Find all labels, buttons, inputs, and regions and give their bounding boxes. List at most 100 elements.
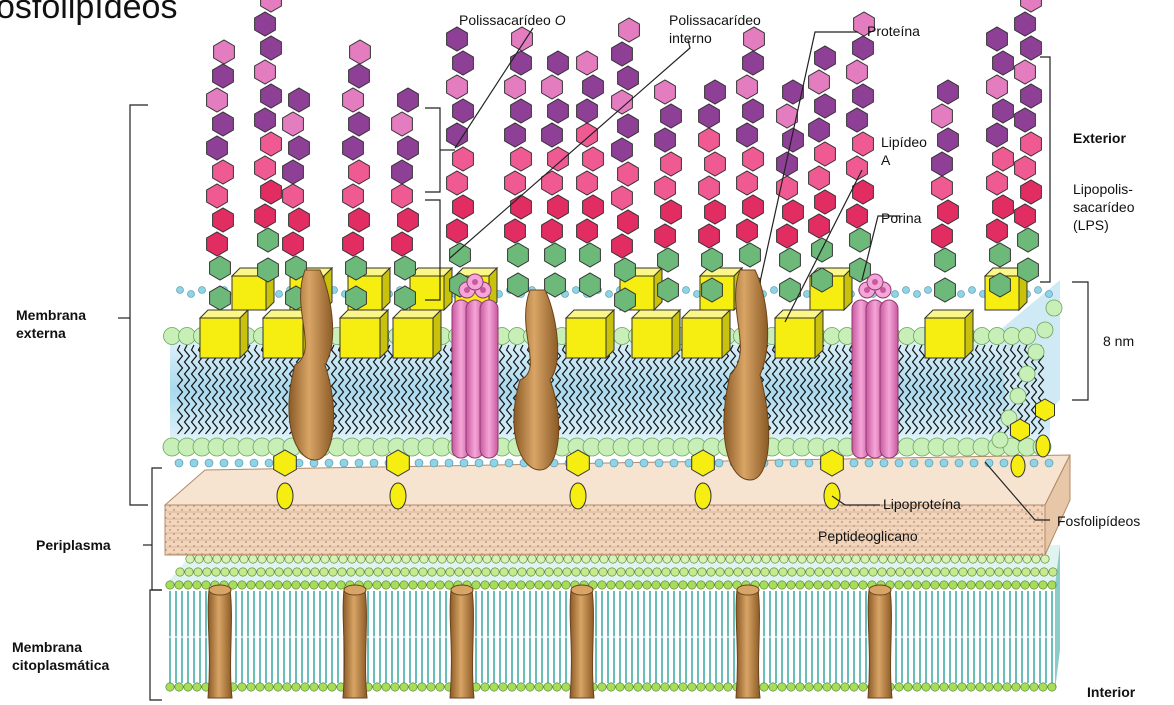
sugar-hexagon [213,64,234,88]
sugar-hexagon [207,184,228,208]
sugar-hexagon [289,136,310,160]
sugar-hexagon [853,84,874,108]
label-lipoproteina: Lipoproteína [883,495,961,513]
sugar-hexagon [548,99,569,123]
sugar-hexagon [1018,228,1039,252]
label-interior: Interior [1087,683,1135,701]
sugar-hexagon [932,176,953,200]
sugar-hexagon [938,128,959,152]
sugar-hexagon [283,160,304,184]
sugar-hexagon [612,186,633,210]
label-peptideoglicano: Peptideoglicano [818,527,918,545]
label-polissacarideo-o: Polissacarídeo O [459,11,566,29]
lipid-a-block [393,318,433,358]
sugar-hexagon [511,51,532,75]
sugar-hexagon [505,219,526,243]
sugar-hexagon [255,204,276,228]
sugar-hexagon [938,80,959,104]
sugar-hexagon [505,171,526,195]
sugar-hexagon [1036,399,1055,421]
lipid-a-block [632,318,672,358]
sugar-hexagon [512,27,533,51]
sugar-hexagon [398,88,419,112]
sugar-hexagon [255,156,276,180]
sugar-hexagon [938,200,959,224]
sugar-hexagon [580,243,601,267]
sugar-hexagon [1021,132,1042,156]
sugar-hexagon [618,66,639,90]
sugar-hexagon [447,123,468,147]
sugar-hexagon [987,171,1008,195]
label-polissacarideo-interno: Polissacarídeointerno [669,11,761,47]
sugar-hexagon [699,224,720,248]
sugar-hexagon [343,184,364,208]
sugar-hexagon [548,51,569,75]
sugar-hexagon [214,40,235,64]
sugar-hexagon [932,104,953,128]
sugar-hexagon [343,88,364,112]
sugar-hexagon [783,200,804,224]
sugar-hexagon [743,51,764,75]
sugar-hexagon [577,51,598,75]
sugar-hexagon [850,258,871,282]
sugar-hexagon [505,123,526,147]
porin-trimer [452,274,498,458]
sugar-hexagon [777,224,798,248]
sugar-hexagon [213,112,234,136]
sugar-hexagon [1015,108,1036,132]
lipid-a-block [263,318,303,358]
label-porina: Porina [881,209,921,227]
sugar-hexagon [932,152,953,176]
sugar-hexagon [255,60,276,84]
sugar-hexagon [398,208,419,232]
sugar-hexagon [289,88,310,112]
sugar-hexagon [777,176,798,200]
cyto-bottom-heads [166,683,1056,691]
sugar-hexagon [737,171,758,195]
sugar-hexagon [815,94,836,118]
sugar-hexagon [619,18,640,42]
sugar-hexagon [815,46,836,70]
sugar-hexagon [447,75,468,99]
label-8nm: 8 nm [1103,332,1134,350]
sugar-hexagon [618,162,639,186]
sugar-hexagon [737,219,758,243]
sugar-hexagon [847,108,868,132]
lipoprotein-anchor [277,483,293,509]
lipoprotein-anchor [390,483,406,509]
sugar-hexagon [987,123,1008,147]
sugar-hexagon [349,112,370,136]
sugar-hexagon [283,112,304,136]
sugar-hexagon [705,200,726,224]
sugar-hexagon [577,219,598,243]
sugar-hexagon [809,70,830,94]
sugar-hexagon [993,99,1014,123]
sugar-hexagon [283,184,304,208]
sugar-hexagon [1015,12,1036,36]
sugar-hexagon [987,75,1008,99]
sugar-hexagon [737,123,758,147]
label-membrana-externa: Membranaexterna [16,306,86,342]
membrane-protein [736,590,760,698]
sugar-hexagon [261,84,282,108]
sugar-hexagon [935,248,956,272]
sugar-hexagon [743,195,764,219]
sugar-hexagon [661,200,682,224]
sugar-hexagon [705,80,726,104]
sugar-hexagon [847,60,868,84]
sugar-hexagon [993,51,1014,75]
membrane-protein [208,590,232,698]
sugar-hexagon [583,147,604,171]
sugar-hexagon [932,224,953,248]
sugar-hexagon [508,243,529,267]
sugar-hexagon [612,42,633,66]
sugar-hexagon [392,160,413,184]
sugar-hexagon [993,147,1014,171]
lipid-a-block [340,318,380,358]
lipid-a-block [682,318,722,358]
sugar-hexagon [511,195,532,219]
sugar-hexagon [987,219,1008,243]
sugar-hexagon [511,147,532,171]
